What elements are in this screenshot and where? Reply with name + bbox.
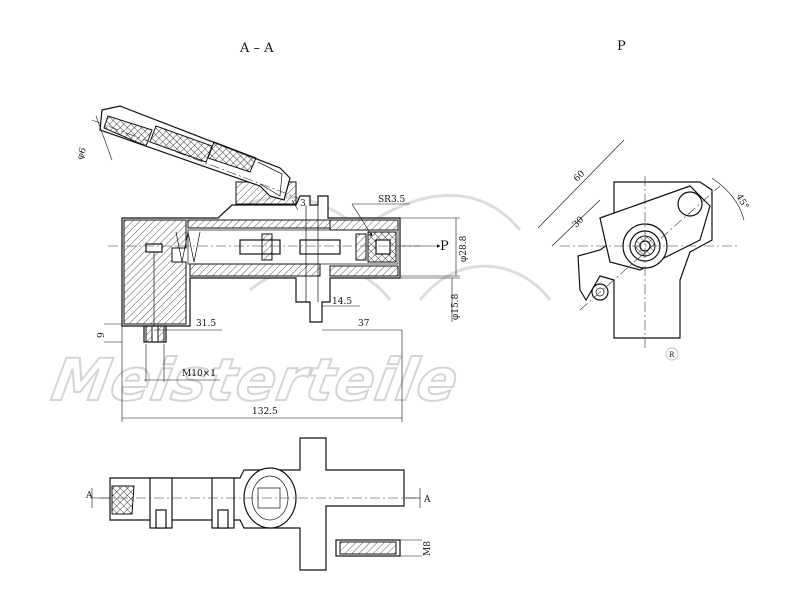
dim-flange-60: 60 xyxy=(572,169,587,184)
dim-37: 37 xyxy=(358,319,370,329)
dim-thread: M10×1 xyxy=(182,369,216,379)
watermark: Meisterteile R xyxy=(46,193,679,415)
dim-bore-dia: φ28.8 xyxy=(459,235,469,262)
section-mark-left: A xyxy=(85,491,93,501)
dim-31-5: 31.5 xyxy=(196,319,216,329)
dim-flange-30: 30 xyxy=(571,215,586,230)
dim-bottom-thread: M8 xyxy=(423,541,433,556)
section-view-title: A – A xyxy=(239,41,274,56)
watermark-brand: Meisterteile xyxy=(47,346,464,413)
dim-overall-length: 132.5 xyxy=(252,407,278,417)
dim-15-8: φ15.8 xyxy=(451,293,461,320)
dim-pipe-dia: φ6 xyxy=(75,146,89,161)
bottom-view: A A M8 xyxy=(85,437,433,571)
port-label: P xyxy=(440,239,449,254)
section-mark-right: A xyxy=(423,495,431,505)
dim-radius: SR3.5 xyxy=(378,195,406,205)
dim-9: 9 xyxy=(97,332,107,338)
side-view xyxy=(560,176,740,350)
dim-14-5: 14.5 xyxy=(332,297,352,307)
registered-mark xyxy=(665,347,679,361)
dim-small-3: 3 xyxy=(300,199,306,209)
section-dimensions: φ6 SR3.5 3 P φ28.8 14.5 φ15.8 9 31.5 37 … xyxy=(75,115,469,422)
section-view xyxy=(91,105,420,343)
registered-letter: R xyxy=(669,351,675,359)
side-view-title: P xyxy=(617,39,626,54)
